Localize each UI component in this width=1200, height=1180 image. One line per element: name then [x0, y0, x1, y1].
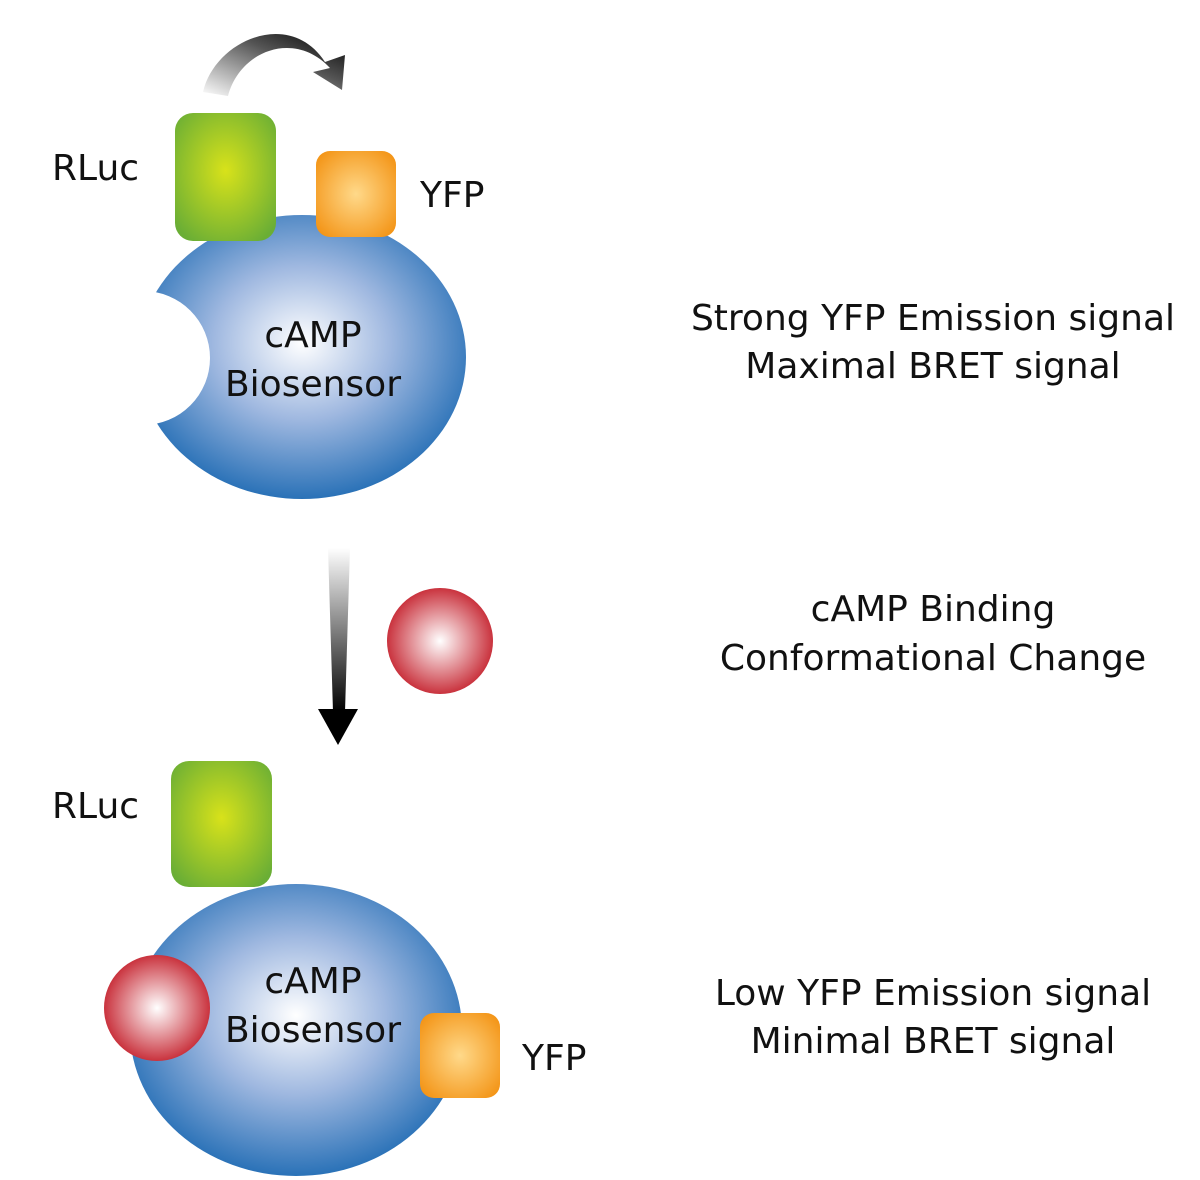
biosensor-label-line1: cAMP [264, 961, 361, 1002]
biosensor-body [76, 215, 466, 499]
transition-description-line2: Conformational Change [720, 638, 1146, 679]
rluc-label: RLuc [52, 148, 139, 189]
biosensor-body [130, 884, 462, 1176]
bound-camp-molecule-icon [104, 955, 210, 1061]
biosensor-label-line1: cAMP [264, 315, 361, 356]
transition [318, 548, 493, 745]
rluc-protein [171, 761, 272, 887]
descriptions: Strong YFP Emission signal Maximal BRET … [691, 298, 1175, 1062]
camp-binding-pocket [76, 291, 210, 425]
yfp-protein [420, 1013, 500, 1098]
top-state: RLuc YFP cAMP Biosensor [52, 34, 484, 499]
bottom-state: RLuc YFP cAMP Biosensor [52, 761, 586, 1176]
top-description-line1: Strong YFP Emission signal [691, 298, 1175, 339]
camp-molecule-icon [387, 588, 493, 694]
rluc-protein [175, 113, 276, 241]
energy-transfer-arrow-icon [203, 34, 345, 96]
rluc-label: RLuc [52, 786, 139, 827]
biosensor-label-line2: Biosensor [225, 364, 401, 405]
biosensor-label-line2: Biosensor [225, 1010, 401, 1051]
yfp-label: YFP [521, 1038, 586, 1079]
bottom-description-line1: Low YFP Emission signal [715, 973, 1151, 1014]
yfp-protein [316, 151, 396, 237]
bottom-description-line2: Minimal BRET signal [751, 1021, 1116, 1062]
top-description-line2: Maximal BRET signal [745, 346, 1120, 387]
transition-description-line1: cAMP Binding [811, 589, 1056, 630]
yfp-label: YFP [419, 175, 484, 216]
transition-arrow-icon [318, 548, 358, 745]
